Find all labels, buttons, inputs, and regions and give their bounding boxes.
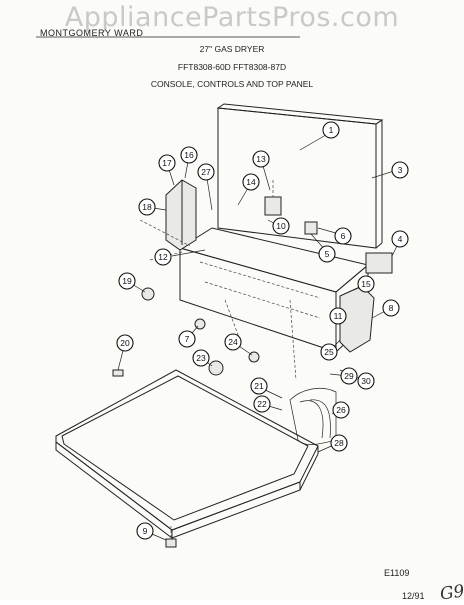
knob-part: [248, 351, 260, 363]
callout-29: 29: [340, 367, 358, 385]
callout-16: 16: [180, 146, 198, 164]
callout-22: 22: [253, 395, 271, 413]
callout-11: 11: [329, 307, 347, 325]
svg-text:24: 24: [228, 337, 238, 347]
svg-text:12: 12: [158, 252, 168, 262]
leader-dash: [224, 299, 241, 341]
svg-text:23: 23: [196, 353, 206, 363]
callout-21: 21: [250, 377, 268, 395]
revision-date: 12/91: [402, 591, 425, 601]
svg-text:4: 4: [398, 234, 403, 244]
callout-4: 4: [391, 230, 409, 248]
svg-text:3: 3: [398, 165, 403, 175]
model-numbers: FFT8308-60D FFT8308-87D: [177, 62, 287, 72]
svg-text:13: 13: [256, 154, 266, 164]
leader-dash: [289, 299, 297, 381]
callout-13: 13: [252, 150, 270, 168]
wire-harness-strand: [299, 400, 324, 439]
svg-text:29: 29: [344, 371, 354, 381]
callout-28: 28: [330, 434, 348, 452]
svg-text:1: 1: [329, 125, 334, 135]
figure-code: E1109: [384, 568, 410, 578]
switch-part: [304, 221, 318, 235]
panel-edge: [375, 242, 383, 249]
svg-text:26: 26: [336, 405, 346, 415]
top-panel-edge: [299, 453, 319, 491]
svg-text:18: 18: [142, 202, 152, 212]
callout-30: 30: [357, 372, 375, 390]
leader-dash: [139, 219, 191, 247]
svg-text:27: 27: [201, 167, 211, 177]
callout-10: 10: [272, 217, 290, 235]
svg-text:15: 15: [361, 279, 371, 289]
watermark: AppliancePartsPros.com: [64, 2, 400, 33]
svg-text:20: 20: [120, 338, 130, 348]
svg-text:11: 11: [334, 311, 343, 321]
callout-26: 26: [332, 401, 350, 419]
section-title: CONSOLE, CONTROLS AND TOP PANEL: [150, 79, 314, 89]
callout-23: 23: [192, 349, 210, 367]
knob-part: [208, 360, 224, 376]
top-panel-inner: [61, 375, 309, 521]
leader-dash: [199, 261, 321, 299]
console-rear-panel: [217, 107, 377, 249]
svg-text:8: 8: [389, 303, 394, 313]
top-panel-outer: [55, 369, 319, 531]
svg-text:9: 9: [143, 526, 148, 536]
svg-text:5: 5: [325, 249, 330, 259]
callout-27: 27: [197, 163, 215, 181]
left-end-cap: [165, 179, 197, 251]
svg-text:14: 14: [246, 177, 256, 187]
knob-part: [141, 287, 155, 301]
component-block: [365, 252, 393, 274]
console-front-panel: [179, 247, 337, 353]
leader-dash: [204, 281, 321, 319]
callout-14: 14: [242, 173, 260, 191]
callout-1: 1: [322, 121, 340, 139]
svg-text:7: 7: [185, 334, 190, 344]
svg-text:25: 25: [324, 347, 334, 357]
callout-18: 18: [138, 198, 156, 216]
callout-19: 19: [118, 272, 136, 290]
top-panel-front-lip: [55, 440, 173, 540]
panel-edge: [375, 119, 383, 125]
callout-5: 5: [318, 245, 336, 263]
top-panel-side-lip: [171, 481, 301, 539]
callout-17: 17: [158, 154, 176, 172]
wire-harness: [289, 388, 337, 445]
callout-3: 3: [391, 161, 409, 179]
wire-harness-strand: [309, 399, 331, 439]
callout-12: 12: [154, 248, 172, 266]
svg-text:6: 6: [341, 231, 346, 241]
callout-25: 25: [320, 343, 338, 361]
callout-24: 24: [224, 333, 242, 351]
callout-15: 15: [357, 275, 375, 293]
svg-text:16: 16: [184, 150, 194, 160]
svg-text:22: 22: [257, 399, 267, 409]
product-title: 27" GAS DRYER: [199, 44, 265, 54]
callout-9: 9: [136, 522, 154, 540]
svg-text:19: 19: [122, 276, 132, 286]
callout-8: 8: [382, 299, 400, 317]
svg-text:30: 30: [361, 376, 371, 386]
callout-6: 6: [334, 227, 352, 245]
foot-part: [165, 538, 177, 548]
handwritten-mark: G9: [438, 581, 464, 605]
timer-part: [264, 196, 282, 216]
svg-text:21: 21: [254, 381, 264, 391]
callout-20: 20: [116, 334, 134, 352]
svg-text:28: 28: [334, 438, 344, 448]
svg-text:10: 10: [276, 221, 286, 231]
console-rear-panel-top: [216, 103, 384, 125]
clip-part: [112, 369, 124, 377]
callout-7: 7: [178, 330, 196, 348]
leader-line: [171, 249, 206, 257]
svg-text:17: 17: [162, 158, 172, 168]
model-line: MONTGOMERY WARD: [40, 28, 144, 38]
